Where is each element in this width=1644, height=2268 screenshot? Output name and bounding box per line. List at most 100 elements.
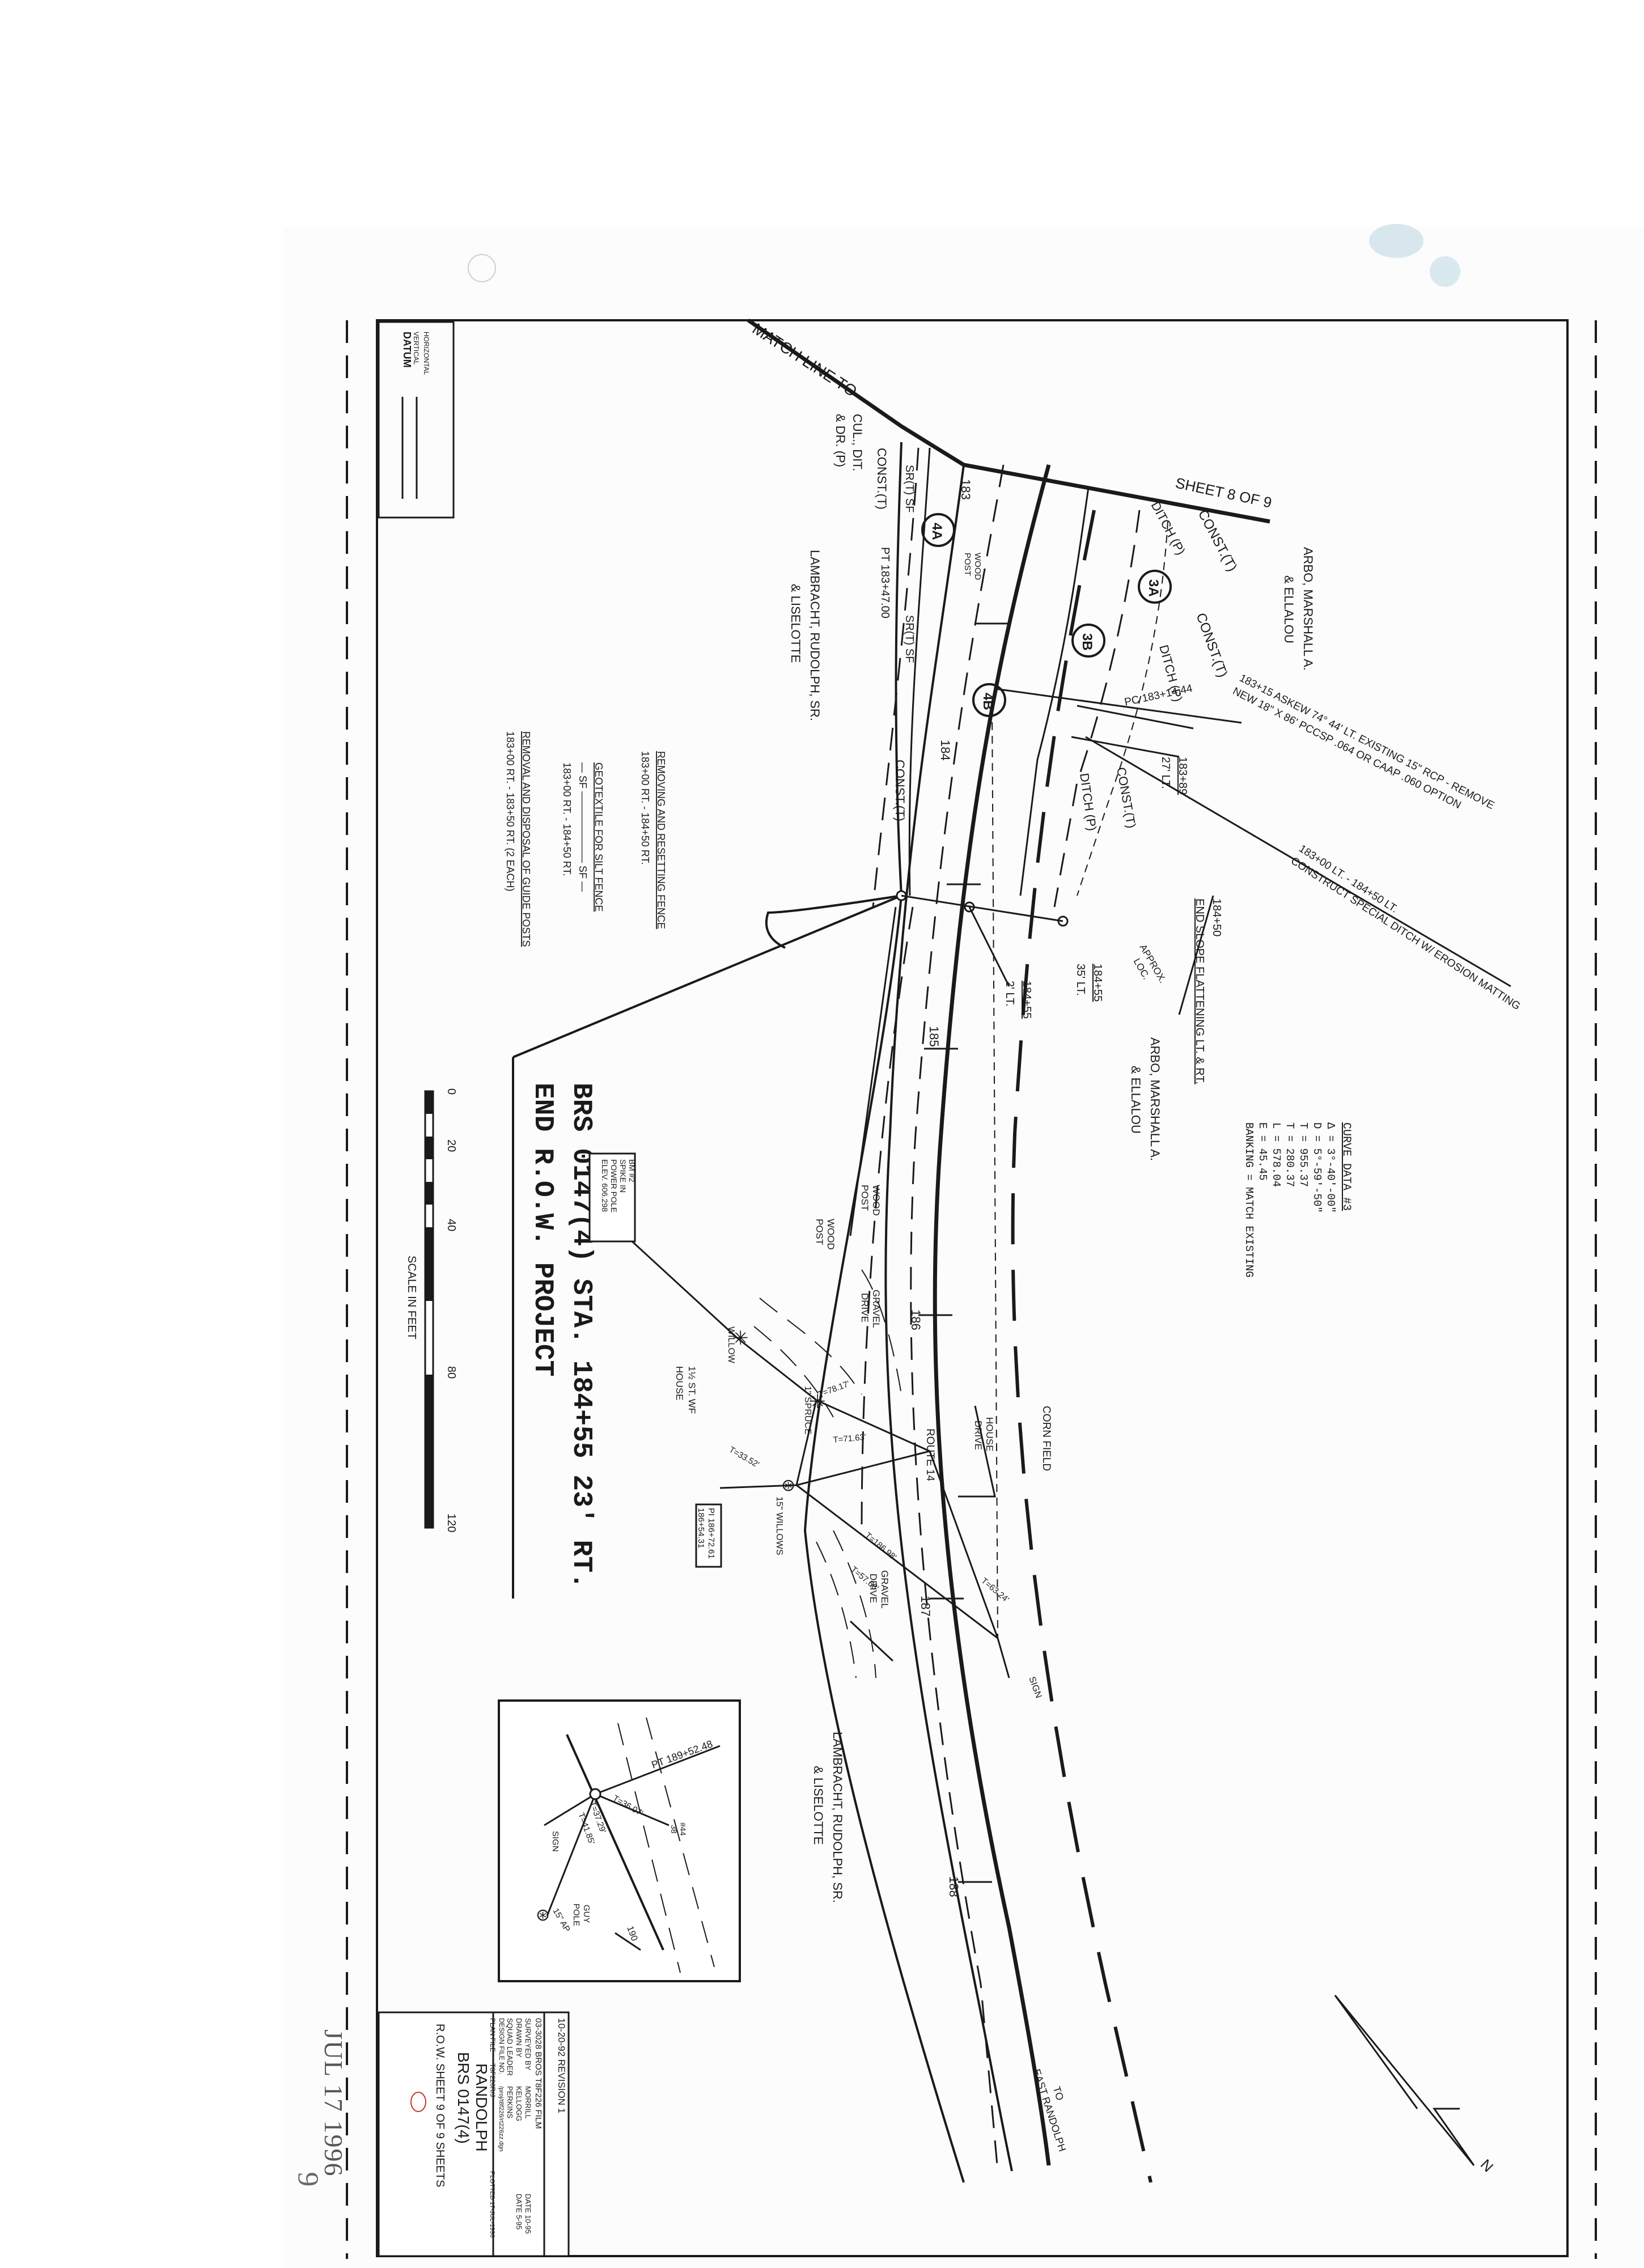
curve-data: CURVE DATA #3 Δ = 3°-40'-00" D = 5°-59'-…: [1243, 1122, 1353, 1278]
title-date-3: PLOTTED 17-JUL-1996: [489, 2171, 495, 2237]
svg-text:4A: 4A: [929, 523, 944, 540]
title-date-1: DATE 10-95: [524, 2194, 532, 2234]
label-gravel-drive: GRAVEL DRIVE: [859, 1290, 882, 1328]
svg-text:HOUSE: HOUSE: [984, 1417, 995, 1451]
station-labels: 183 184 185 186 187 188: [909, 479, 973, 1897]
svg-text:& LISELOTTE: & LISELOTTE: [811, 1766, 825, 1845]
station-186: 186: [909, 1309, 923, 1330]
end-row-line1: END R.O.W. PROJECT: [527, 1083, 558, 1376]
note-pc: PC 183+14.44: [1124, 682, 1194, 709]
svg-text:BM #2: BM #2: [628, 1159, 637, 1182]
label-spruce: 1" SPRUCE: [803, 1386, 812, 1435]
road-edge-right-dash: [910, 464, 1005, 2172]
svg-text:GRAVEL: GRAVEL: [871, 1290, 882, 1328]
note-geotextile: GEOTEXTILE FOR SILT FENCE — SF ——————— S…: [561, 762, 604, 912]
svg-text:Δ = 3°-40'-00": Δ = 3°-40'-00": [1324, 1122, 1337, 1213]
svg-text:184+55: 184+55: [1091, 964, 1104, 1002]
title-value-5: T8F226R/J: [489, 2063, 497, 2097]
label-wood-post-3: WOOD POST: [963, 553, 982, 580]
note-culvert: CUL., DIT. & DR. (P): [833, 414, 865, 471]
const-limit-left: [803, 442, 965, 2183]
special-ditch-leader: [1085, 736, 1511, 987]
owner-arbo-mid: ARBO, MARSHALL A. & ELLALOU: [1129, 1037, 1162, 1161]
punch-hole: [1430, 256, 1460, 287]
svg-text:183+00 RT. - 184+50 RT.: 183+00 RT. - 184+50 RT.: [639, 751, 651, 864]
station-187: 187: [918, 1596, 933, 1617]
title-design-file: DESIGN FILE NO.: [498, 2018, 506, 2074]
title-surveyed: SURVEYED BY: [524, 2018, 532, 2071]
received-date-stamp: JUL 17 1996: [319, 2029, 348, 2177]
svg-text:DRIVE: DRIVE: [973, 1421, 984, 1450]
north-label: N: [1477, 2156, 1497, 2175]
svg-text:BANKING = MATCH EXISTING: BANKING = MATCH EXISTING: [1243, 1122, 1255, 1278]
title-drawn: DRAWN BY: [515, 2018, 523, 2058]
label-gravel-drive-2: GRAVEL DRIVE: [868, 1570, 890, 1609]
title-value-3: PERKINS: [506, 2086, 514, 2118]
svg-text:183+15 ASKEW 74° 44' LT. EXIST: 183+15 ASKEW 74° 44' LT. EXISTING 15" RC…: [1238, 672, 1496, 812]
svg-text:POST: POST: [814, 1219, 825, 1245]
end-slope-leader: [1178, 895, 1214, 1015]
match-line-label: MATCH LINE TO: [749, 320, 861, 400]
title-revision: 10-20-92 REVISION 1: [556, 2018, 567, 2113]
title-project-no: BRS 0147(4): [455, 2052, 472, 2144]
svg-text:ARBO, MARSHALL A.: ARBO, MARSHALL A.: [1301, 547, 1315, 671]
svg-text:⊛: ⊛: [781, 1476, 795, 1495]
svg-text:POWER POLE: POWER POLE: [609, 1159, 618, 1213]
inset-mark: #44 38: [670, 1822, 688, 1836]
svg-text:PI 186+72.61: PI 186+72.61: [706, 1508, 716, 1559]
title-value-2: KELLOGG: [515, 2086, 523, 2121]
tie-lines: [719, 708, 1010, 1678]
note-ditch-p-3: DITCH (P): [1077, 772, 1099, 832]
note-sta-18455-rt: 184+55 2' LT.: [1003, 981, 1033, 1019]
svg-text:183+89: 183+89: [1176, 757, 1189, 795]
edge-dash-left2: [861, 906, 914, 1531]
curve-data-title: CURVE DATA #3: [1340, 1122, 1353, 1211]
svg-text:WOOD: WOOD: [825, 1219, 836, 1250]
svg-text:35' LT.: 35' LT.: [1074, 964, 1087, 996]
label-sign: SIGN: [1027, 1676, 1043, 1700]
svg-text:& LISELOTTE: & LISELOTTE: [789, 584, 803, 663]
svg-text:D = 5°-59'-50": D = 5°-59'-50": [1311, 1122, 1323, 1213]
tie-t4: T=186.98': [863, 1531, 898, 1562]
end-row-line: [512, 895, 902, 1058]
ditch-line-dash: [1053, 510, 1141, 908]
svg-text:REMOVAL AND DISPOSAL OF GUIDE: REMOVAL AND DISPOSAL OF GUIDE POSTS: [520, 731, 532, 947]
svg-text:WOOD: WOOD: [871, 1185, 882, 1216]
end-row-title: END R.O.W. PROJECT BRS 0147(4) STA. 184+…: [527, 1083, 596, 1589]
scale-tick-80: 80: [445, 1366, 457, 1379]
label-willows: 15" WILLOWS: [774, 1497, 784, 1555]
note-ditch-p: DITCH (P): [1149, 499, 1188, 557]
note-const-t: CONST.(T): [875, 448, 889, 510]
title-town: RANDOLPH: [473, 2063, 490, 2152]
svg-text:183+00 RT. - 184+50 RT.: 183+00 RT. - 184+50 RT.: [561, 762, 573, 876]
owner-arbo-top: ARBO, MARSHALL A. & ELLALOU: [1282, 547, 1315, 671]
note-removal-posts: REMOVAL AND DISPOSAL OF GUIDE POSTS 183+…: [505, 731, 532, 947]
sheet-border: [376, 319, 1569, 2257]
note-silt-fence: SR(T) SF: [903, 465, 916, 512]
svg-text:DRIVE: DRIVE: [859, 1293, 870, 1322]
station-188: 188: [947, 1876, 961, 1897]
ditch-line: [1019, 487, 1090, 896]
svg-text:3A: 3A: [1146, 579, 1161, 597]
svg-text:CUL., DIT.: CUL., DIT.: [850, 414, 865, 471]
note-const-t-2: CONST.(T): [893, 760, 907, 821]
tree-symbols: ✳ ✳ ⊛: [732, 1328, 826, 1495]
label-east-randolph: TO EAST RANDOLPH: [1031, 2067, 1068, 2152]
note-approx-loc: APPROX. LOC.: [1131, 943, 1168, 985]
svg-text:ELEV. 606.298: ELEV. 606.298: [600, 1159, 609, 1212]
scale-bar: 0 20 40 80 120 SCALE IN FEET: [405, 1088, 457, 1532]
inset-sign: SIGN: [550, 1831, 560, 1852]
note-end-slope: 184+50 END SLOPE FLATTENING LT. & RT.: [1193, 898, 1223, 1084]
svg-text:✳: ✳: [810, 1391, 826, 1413]
svg-text:E = 45.45: E = 45.45: [1256, 1122, 1269, 1181]
svg-text:38: 38: [670, 1825, 679, 1834]
svg-text:GEOTEXTILE FOR SILT FENCE: GEOTEXTILE FOR SILT FENCE: [593, 762, 604, 912]
label-wood-post-2: WOOD POST: [814, 1219, 836, 1250]
svg-text:184+50: 184+50: [1210, 898, 1223, 936]
punch-hole: [1369, 224, 1423, 258]
svg-text:POLE: POLE: [571, 1904, 581, 1926]
tie-t3: T=33.52': [727, 1445, 761, 1470]
svg-text:T = 280.37: T = 280.37: [1283, 1122, 1296, 1187]
scale-tick-20: 20: [445, 1139, 457, 1152]
station-185: 185: [927, 1026, 941, 1047]
